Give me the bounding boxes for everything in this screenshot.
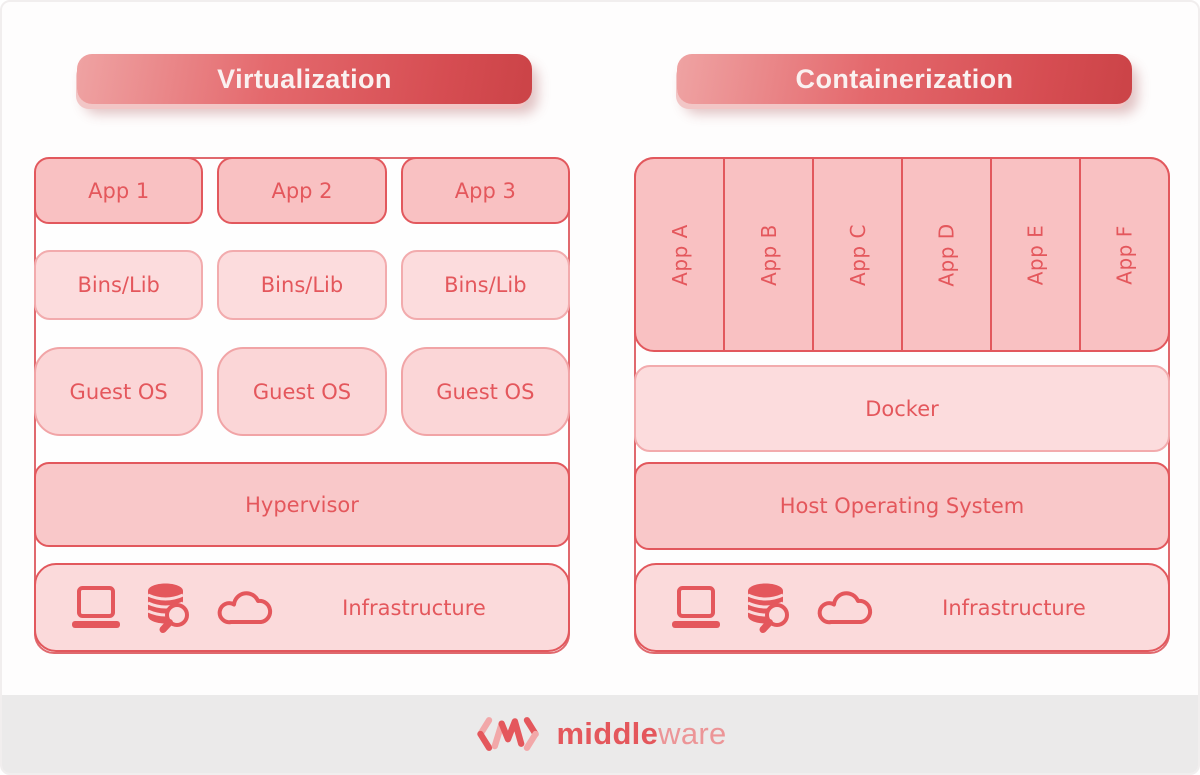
footer-brand-bar: middleware xyxy=(2,695,1198,773)
hypervisor-label: Hypervisor xyxy=(245,492,359,517)
docker-box: Docker xyxy=(634,365,1170,452)
guest-os-label: Guest OS xyxy=(252,379,352,404)
infrastructure-box: Infrastructure xyxy=(34,563,570,652)
app-a-label: App A xyxy=(667,223,692,286)
host-os-label: Host Operating System xyxy=(779,494,1025,518)
app2-label: App 2 xyxy=(271,178,333,203)
docker-row: Docker xyxy=(634,365,1170,452)
app-f-label: App F xyxy=(1112,224,1137,285)
guest-os-box: Guest OS xyxy=(217,347,387,436)
app-c-column: App C xyxy=(814,159,903,350)
brand-wordmark-light: ware xyxy=(658,716,727,751)
guest-os-label: Guest OS xyxy=(69,379,168,404)
virtualization-panel: App 1 App 2 App 3 Bins/Lib Bins/Lib Bins… xyxy=(34,157,570,654)
bins-lib-box: Bins/Lib xyxy=(400,250,570,320)
infrastructure-icons xyxy=(670,582,876,634)
host-os-row: Host Operating System xyxy=(634,462,1170,550)
infrastructure-label: Infrastructure xyxy=(342,595,486,620)
app2-box: App 2 xyxy=(217,157,387,224)
app1-box: App 1 xyxy=(34,157,204,224)
virtualization-banner: Virtualization xyxy=(77,54,532,104)
brand-wordmark-bold: middle xyxy=(556,716,659,751)
app-b-label: App B xyxy=(756,223,781,286)
infrastructure-content: Infrastructure xyxy=(36,565,568,650)
app-row: App 1 App 2 App 3 xyxy=(34,157,570,224)
laptop-icon xyxy=(72,586,120,628)
guest-os-box: Guest OS xyxy=(34,347,204,436)
app-e-column: App E xyxy=(992,159,1081,350)
cloud-icon xyxy=(217,590,273,624)
app3-box: App 3 xyxy=(400,157,570,224)
app3-label: App 3 xyxy=(454,178,516,203)
infrastructure-row: Infrastructure xyxy=(34,563,570,652)
cloud-icon xyxy=(817,590,873,624)
hypervisor-box: Hypervisor xyxy=(34,462,570,547)
angle-brackets-zigzag-icon xyxy=(477,717,540,751)
app-e-label: App E xyxy=(1023,224,1048,285)
app-d-label: App D xyxy=(934,222,959,287)
app-d-column: App D xyxy=(903,159,992,350)
bins-lib-row: Bins/Lib Bins/Lib Bins/Lib xyxy=(34,250,570,320)
containerization-banner-label: Containerization xyxy=(795,63,1014,94)
guest-os-label: Guest OS xyxy=(436,379,535,404)
virtualization-banner-label: Virtualization xyxy=(217,63,392,94)
guest-os-box: Guest OS xyxy=(400,347,570,436)
docker-label: Docker xyxy=(865,396,939,421)
hypervisor-row: Hypervisor xyxy=(34,462,570,547)
app-f-column: App F xyxy=(1081,159,1168,350)
containerization-panel: App A App B App C App D App E App F Dock… xyxy=(634,157,1170,654)
containerization-banner: Containerization xyxy=(677,54,1132,104)
infrastructure-box: Infrastructure xyxy=(634,563,1170,652)
bins-lib-label: Bins/Lib xyxy=(260,273,344,297)
database-search-icon xyxy=(147,583,189,633)
infrastructure-content: Infrastructure xyxy=(636,565,1168,650)
database-search-icon xyxy=(747,583,789,633)
bins-lib-box: Bins/Lib xyxy=(217,250,387,320)
bins-lib-box: Bins/Lib xyxy=(34,250,204,320)
laptop-icon xyxy=(672,586,720,628)
infrastructure-label: Infrastructure xyxy=(942,595,1086,620)
app-c-label: App C xyxy=(845,223,870,286)
bins-lib-label: Bins/Lib xyxy=(77,273,160,297)
container-apps-block: App A App B App C App D App E App F xyxy=(634,157,1170,352)
brand-wordmark: middleware xyxy=(556,716,726,752)
app-a-column: App A xyxy=(636,159,725,350)
app1-label: App 1 xyxy=(88,178,150,203)
app-b-column: App B xyxy=(725,159,814,350)
infrastructure-row: Infrastructure xyxy=(634,563,1170,652)
infrastructure-icons xyxy=(70,582,276,634)
host-os-box: Host Operating System xyxy=(634,462,1170,550)
bins-lib-label: Bins/Lib xyxy=(444,273,527,297)
guest-os-row: Guest OS Guest OS Guest OS xyxy=(34,347,570,436)
